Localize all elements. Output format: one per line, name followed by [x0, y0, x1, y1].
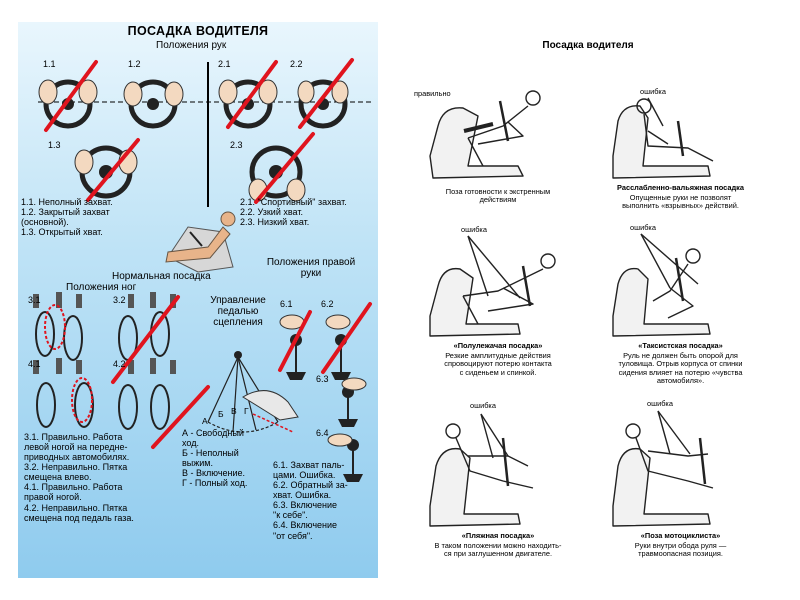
- panel-caption: Резкие амплитудные действия спровоцируют…: [444, 351, 552, 377]
- clutch-legend: А - Свободный ход. Б - Неполный выжим. В…: [182, 428, 248, 489]
- gear-legend: 6.1. Захват паль- цами. Ошибка. 6.2. Обр…: [273, 460, 348, 541]
- panel-tag: ошибка: [647, 399, 673, 408]
- right-hand-title: Положения правой руки: [266, 257, 356, 280]
- legs-legend: 3.1. Правильно. Работа левой ногой на пе…: [24, 432, 134, 523]
- legs-subtitle: Положения ног: [66, 282, 137, 293]
- hands-subtitle: Положения рук: [156, 40, 227, 51]
- clutch-letter: Б: [218, 409, 224, 419]
- gear-label: 6.4: [316, 428, 329, 438]
- gear-label: 6.3: [316, 374, 329, 384]
- panel-tag: ошибка: [461, 225, 487, 234]
- panel-caption-title: «Таксистская посадка»: [638, 341, 723, 350]
- panel-caption: В таком положении можно находить- ся при…: [434, 541, 562, 559]
- sheet-title: Посадка водителя: [542, 40, 634, 51]
- posture-errors-sheet: Посадка водителя правильно Поза готовнос…: [408, 26, 768, 574]
- clutch-letter: А: [202, 416, 208, 426]
- grip-label: 1.2: [128, 59, 141, 69]
- panel-caption-title: «Пляжная посадка»: [461, 531, 535, 540]
- poster-illustrations: [33, 58, 373, 482]
- grip-label: 2.2: [290, 59, 303, 69]
- gear-label: 6.2: [321, 299, 334, 309]
- panel-caption: Руки внутри обода руля — травмоопасная п…: [634, 541, 727, 559]
- foot-label: 4.2: [113, 359, 126, 369]
- driver-posture-poster: ПОСАДКА ВОДИТЕЛЯ Положения рук 1.1 1.2 2…: [18, 22, 378, 578]
- panel-caption: Поза готовности к экстренным действиям: [445, 187, 551, 205]
- panel-tag: ошибка: [630, 223, 656, 232]
- grip-label: 2.3: [230, 140, 243, 150]
- foot-label: 4.1: [28, 359, 41, 369]
- panel-caption-title: Расслабленно-вальяжная посадка: [617, 183, 744, 192]
- panel-tag: правильно: [414, 89, 451, 98]
- grip-label: 1.3: [48, 140, 61, 150]
- poster-title: ПОСАДКА ВОДИТЕЛЯ: [127, 24, 269, 38]
- panel-tag: ошибка: [640, 87, 666, 96]
- clutch-title: Управление педалью сцепления: [210, 295, 266, 329]
- sheet-illustrations: [429, 90, 714, 527]
- grip-legend-right: 2.1. "Спортивный" захват. 2.2. Узкий хва…: [240, 197, 347, 228]
- panel-caption: Опущенные руки не позволят выполнить «вз…: [622, 193, 739, 211]
- panel-caption-title: «Полулежачая посадка»: [453, 341, 543, 350]
- gear-label: 6.1: [280, 299, 293, 309]
- clutch-letter: Г: [244, 406, 249, 416]
- panel-caption: Руль не должен быть опорой для туловища.…: [618, 351, 743, 385]
- foot-label: 3.2: [113, 295, 126, 305]
- grip-label: 1.1: [43, 59, 56, 69]
- foot-label: 3.1: [28, 295, 41, 305]
- grip-legend-left: 1.1. Неполный захват. 1.2. Закрытый захв…: [21, 197, 113, 238]
- panel-caption-title: «Поза мотоциклиста»: [640, 531, 721, 540]
- grip-label: 2.1: [218, 59, 231, 69]
- panel-tag: ошибка: [470, 401, 496, 410]
- clutch-letter: В: [231, 406, 237, 416]
- normal-posture-label: Нормальная посадка: [112, 271, 211, 282]
